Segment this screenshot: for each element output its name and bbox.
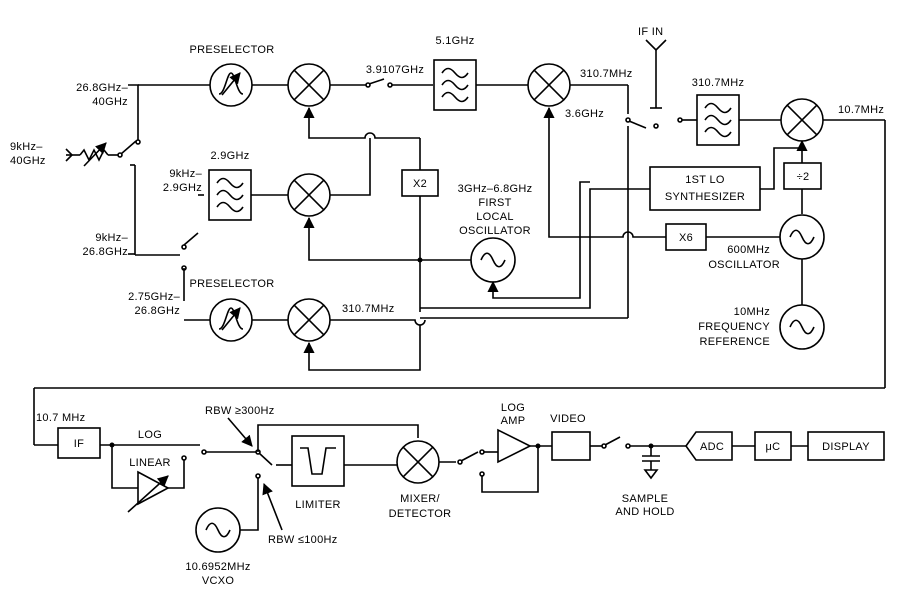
first-lo-range-label: 3GHz–6.8GHz (458, 183, 533, 195)
log-amp-label-1: LOG (501, 402, 525, 414)
linear-label: LINEAR (129, 457, 171, 469)
amplifier-icon (497, 428, 532, 464)
switch-icon (457, 459, 463, 465)
rbw-low-label: RBW ≤100Hz (268, 534, 338, 546)
synth-label-1: 1ST LO (685, 174, 725, 186)
ref10-label-3: REFERENCE (699, 336, 770, 348)
first-lo-label-3: OSCILLATOR (459, 225, 531, 237)
div2-label: ÷2 (797, 171, 810, 183)
band3-range-1: 9kHz– (95, 232, 128, 244)
synth-label-2: SYNTHESIZER (665, 191, 745, 203)
freq-3107-b-label: 310.7MHz (342, 303, 395, 315)
osc600-label-2: OSCILLATOR (708, 259, 780, 271)
osc600-label-1: 600MHz (727, 244, 770, 256)
band2-range-2: 2.9GHz (163, 182, 202, 194)
mixer-icon (780, 98, 824, 142)
log-amp-label-2: AMP (501, 415, 526, 427)
oscillator-icon (195, 507, 241, 553)
band1-range-1: 26.8GHz– (76, 82, 129, 94)
divide-by-2-block (783, 162, 822, 190)
vcxo-label-2: VCXO (202, 575, 235, 587)
video-label: VIDEO (550, 413, 586, 425)
mixer-icon (527, 63, 571, 107)
input-range-label-2: 40GHz (10, 155, 46, 167)
x2-block (401, 169, 439, 197)
rbw-high-label: RBW ≥300Hz (205, 405, 275, 417)
band4-range-2: 26.8GHz (134, 305, 180, 317)
amplifier-icon (127, 470, 170, 513)
sample-hold-label-2: AND HOLD (615, 506, 674, 518)
first-lo-label-2: LOCAL (476, 211, 514, 223)
band1-range-2: 40GHz (92, 96, 128, 108)
first-lo-label-1: FIRST (478, 197, 511, 209)
ground-icon (642, 446, 660, 480)
first-lo-synthesizer (649, 166, 761, 211)
mixer-detector-label-2: DETECTOR (389, 508, 452, 520)
microcontroller-block (754, 431, 792, 461)
log-label: LOG (138, 429, 162, 441)
mixer-icon (287, 63, 331, 107)
bandpass-filter-icon (433, 59, 477, 111)
band3-range-2: 26.8GHz (82, 246, 128, 258)
bandpass-filter-icon (696, 94, 740, 146)
limiter-label: LIMITER (295, 499, 341, 511)
switch-icon (117, 152, 123, 158)
switch-icon (601, 443, 607, 449)
preselector-top (210, 64, 252, 106)
uc-label: μC (766, 441, 781, 453)
oscillator-icon (779, 214, 825, 260)
adc-label: ADC (700, 441, 724, 453)
oscillator-icon (779, 304, 825, 350)
lowpass-filter-icon (208, 169, 252, 221)
band2-range-1: 9kHz– (169, 168, 202, 180)
preselector-top-label: PRESELECTOR (189, 44, 274, 56)
if-freq-label: 10.7 MHz (36, 412, 85, 424)
video-filter-block (551, 431, 591, 461)
freq-3107-a-label: 310.7MHz (580, 68, 633, 80)
attenuator-icon (79, 142, 109, 167)
limiter-icon (300, 447, 336, 475)
switch-icon (365, 82, 371, 88)
mixer-icon (396, 440, 440, 484)
freq-39107-label: 3.9107GHz (366, 64, 424, 76)
band4-range-1: 2.75GHz– (128, 291, 181, 303)
x2-label: X2 (413, 178, 427, 190)
oscillator-icon (470, 237, 516, 283)
mixer-detector-label-1: MIXER/ (400, 493, 440, 505)
mixer-icon (287, 298, 331, 342)
antenna-icon: IF IN (638, 26, 667, 109)
bpf-51-label: 5.1GHz (435, 35, 474, 47)
x6-label: X6 (679, 232, 693, 244)
if-block-label: IF (74, 438, 84, 450)
if-in-label: IF IN (638, 26, 663, 38)
vcxo-label-1: 10.6952MHz (185, 561, 250, 573)
freq-107-top-label: 10.7MHz (838, 104, 884, 116)
sample-hold-label-1: SAMPLE (622, 493, 668, 505)
limiter-block (291, 435, 345, 487)
freq-36-label: 3.6GHz (565, 108, 604, 120)
lpf-29-label: 2.9GHz (210, 150, 249, 162)
display-block (807, 431, 885, 461)
if-block (57, 427, 101, 459)
mixer-icon (287, 173, 331, 217)
preselector-bottom-label: PRESELECTOR (189, 278, 274, 290)
preselector-bottom (210, 299, 252, 341)
rf-input: 9kHz– 40GHz (10, 140, 137, 167)
display-label: DISPLAY (822, 441, 870, 453)
bpf-3107-label: 310.7MHz (692, 77, 745, 89)
ref10-label-2: FREQUENCY (698, 321, 770, 333)
ref10-label-1: 10MHz (734, 306, 770, 318)
input-range-label-1: 9kHz– (10, 141, 43, 153)
